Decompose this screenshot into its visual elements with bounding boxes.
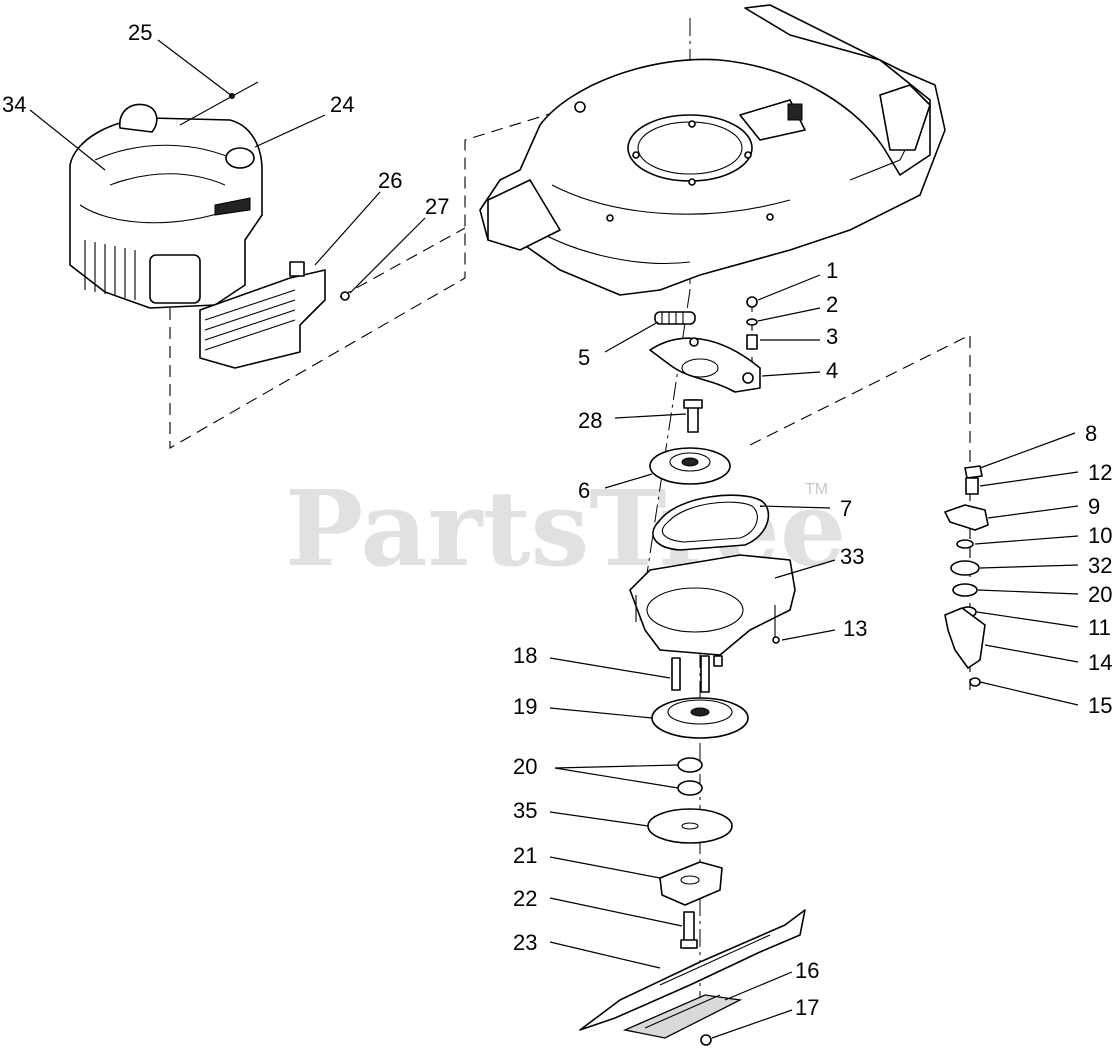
pin-18a — [671, 657, 681, 691]
callout-19: 19 — [513, 694, 537, 719]
callout-34: 34 — [2, 92, 26, 117]
idler-plate-4 — [649, 337, 761, 393]
callout-3: 3 — [826, 324, 838, 349]
nut-17 — [700, 1034, 712, 1046]
callout-20: 20 — [513, 754, 537, 779]
blade-bolt-22 — [680, 911, 698, 949]
belt-7 — [652, 494, 770, 551]
callout-27: 27 — [425, 194, 449, 219]
right-assembly — [944, 465, 989, 687]
screw-27 — [340, 291, 350, 301]
spacer-3 — [746, 334, 758, 350]
callout-20-right: 20 — [1088, 582, 1112, 607]
bearing-20-right — [952, 583, 978, 597]
callout-16: 16 — [795, 958, 819, 983]
belt-cover-33 — [629, 554, 796, 656]
callout-21: 21 — [513, 843, 537, 868]
callout-13: 13 — [843, 616, 867, 641]
bearing-20b — [677, 780, 703, 796]
pin-18c — [713, 655, 723, 667]
callout-7: 7 — [840, 496, 852, 521]
callout-9: 9 — [1088, 494, 1100, 519]
watermark-tm: TM — [805, 481, 828, 498]
washer-10 — [956, 539, 974, 549]
disk-35 — [647, 808, 733, 844]
callout-15: 15 — [1088, 693, 1112, 718]
callout-numbers: 25 34 24 26 27 1 2 3 4 5 28 6 7 33 13 18… — [2, 20, 1112, 1020]
callout-2: 2 — [826, 292, 838, 317]
screw-13 — [772, 636, 780, 644]
pin-8 — [964, 465, 983, 479]
callout-22: 22 — [513, 886, 537, 911]
callout-25: 25 — [128, 20, 152, 45]
bolt-28 — [683, 399, 703, 433]
callout-35: 35 — [513, 798, 537, 823]
callout-28: 28 — [578, 408, 602, 433]
callout-8: 8 — [1085, 421, 1097, 446]
spring-5 — [654, 311, 696, 325]
callout-4: 4 — [826, 358, 838, 383]
callout-18: 18 — [513, 643, 537, 668]
wire-25 — [179, 81, 259, 126]
callout-17: 17 — [795, 995, 819, 1020]
bearing-20a — [677, 757, 703, 773]
mower-deck — [479, 4, 946, 296]
engine — [69, 103, 263, 309]
callout-14: 14 — [1088, 650, 1112, 675]
bracket-9 — [944, 504, 989, 531]
callout-26: 26 — [378, 168, 402, 193]
callout-10: 10 — [1088, 523, 1112, 548]
blade-pulley-19 — [651, 697, 749, 739]
washer-2 — [746, 318, 758, 326]
engine-grille — [199, 261, 326, 369]
callout-23: 23 — [513, 930, 537, 955]
bolt-12 — [965, 477, 979, 495]
callout-33: 33 — [840, 544, 864, 569]
callout-6: 6 — [578, 478, 590, 503]
deck-bolts — [574, 101, 774, 222]
blade-23 — [579, 909, 806, 1031]
blade-adapter-21 — [659, 861, 723, 906]
leader-lines — [29, 39, 1079, 1039]
nut-1 — [746, 296, 758, 308]
callout-32: 32 — [1088, 553, 1112, 578]
callout-1: 1 — [826, 258, 838, 283]
callout-24: 24 — [330, 92, 354, 117]
callout-12: 12 — [1088, 460, 1112, 485]
callout-11: 11 — [1088, 615, 1111, 640]
engine-cooling-fins — [84, 240, 136, 300]
pin-18b — [700, 655, 710, 693]
pulley-6 — [649, 447, 731, 485]
nut-15 — [969, 677, 981, 687]
bearing-32 — [950, 560, 980, 576]
baffle-16 — [622, 994, 743, 1039]
callout-5: 5 — [578, 345, 590, 370]
arm-14 — [944, 607, 986, 669]
